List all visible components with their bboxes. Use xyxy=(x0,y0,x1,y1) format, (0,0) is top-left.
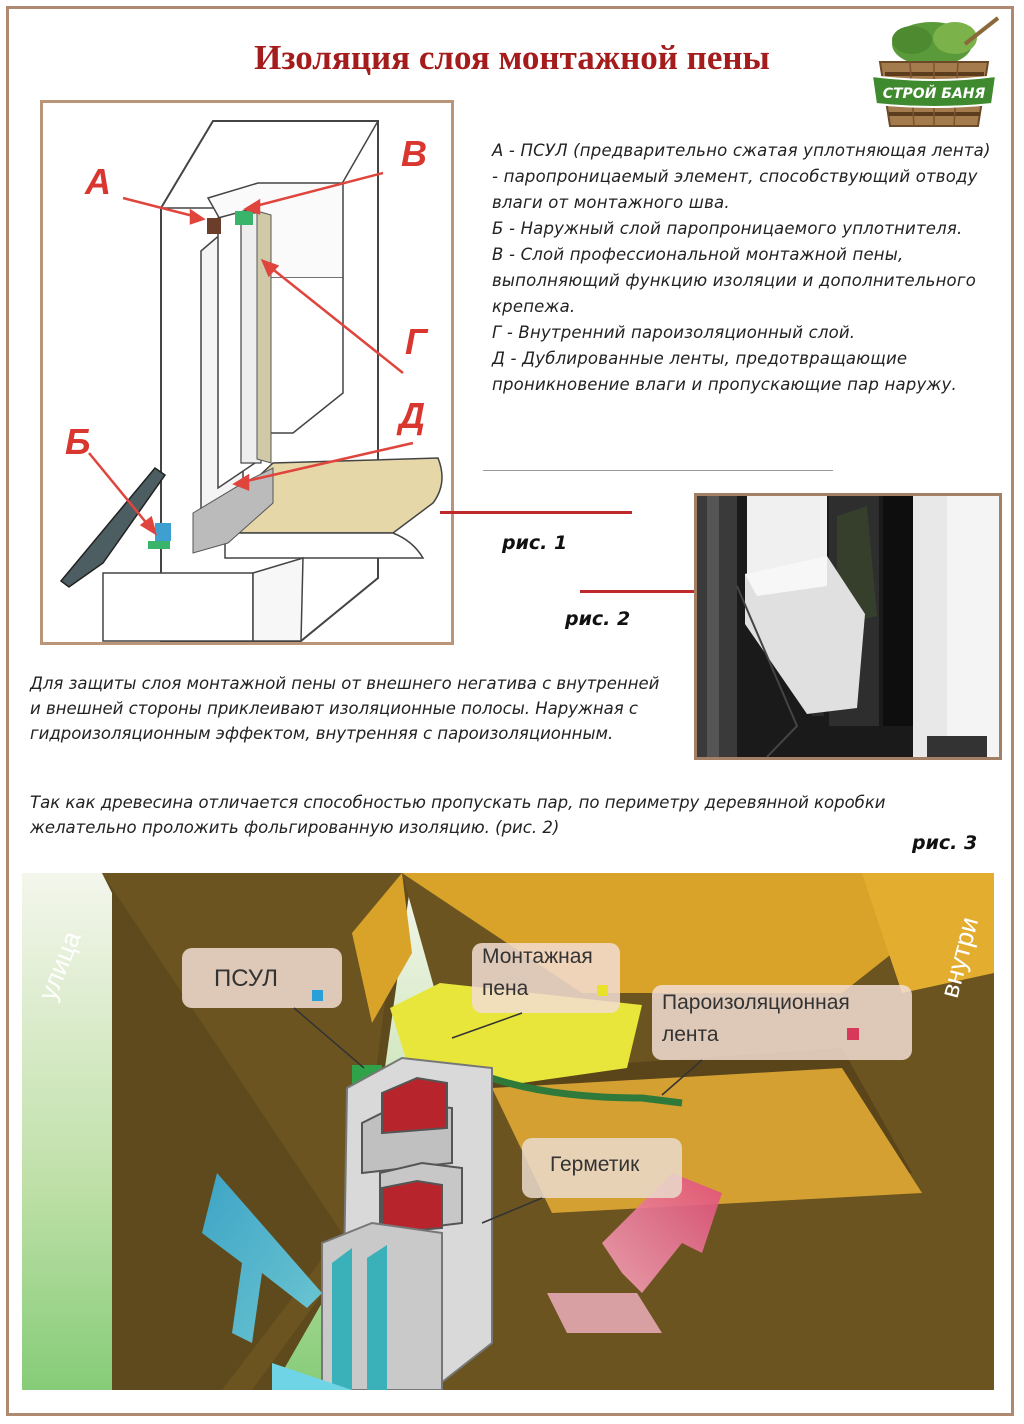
vapor-label-line2: лента xyxy=(662,1023,719,1046)
window-section-diagram xyxy=(59,120,443,642)
pvc-profile-diagram xyxy=(22,873,994,1390)
vapor-color-swatch xyxy=(847,1028,859,1040)
figure-2-pointer xyxy=(580,590,722,593)
figure-1-caption: рис. 1 xyxy=(502,532,568,554)
legend-item: Д - Дублированные ленты, предотвращающие… xyxy=(492,349,957,394)
label-b: Б xyxy=(65,421,91,462)
foam-color-swatch xyxy=(597,985,608,996)
foil-insulation-photo xyxy=(697,496,999,757)
legend-item: Б - Наружный слой паропроницаемого уплот… xyxy=(492,219,963,238)
legend: А - ПСУЛ (предварительно сжатая уплотняю… xyxy=(492,138,1002,398)
logo-text: СТРОЙ БАНЯ xyxy=(883,85,986,102)
stroy-banya-logo: СТРОЙ БАНЯ xyxy=(870,16,1000,127)
figure-1-pointer xyxy=(440,511,632,514)
legend-item: Г - Внутренний пароизоляционный слой. xyxy=(492,323,856,342)
foam-label-line2: пена xyxy=(482,977,529,1000)
label-v: В xyxy=(401,133,427,174)
figure-3: улица внутри ПСУЛ Монтажная пена Пароизо… xyxy=(22,873,994,1390)
divider xyxy=(483,470,833,471)
label-d: Д xyxy=(399,395,425,436)
figure-2-photo xyxy=(694,493,1002,760)
psul-label: ПСУЛ xyxy=(214,965,278,992)
psul-color-swatch xyxy=(312,990,323,1001)
figure-3-caption: рис. 3 xyxy=(912,832,978,854)
sealant-label: Герметик xyxy=(550,1153,640,1176)
figure-2-caption: рис. 2 xyxy=(565,608,631,630)
paragraph-wood: Так как древесина отличается способность… xyxy=(30,793,886,837)
label-a: А xyxy=(85,161,111,202)
page-title: Изоляция слоя монтажной пены xyxy=(254,38,770,77)
label-g: Г xyxy=(405,321,428,362)
vapor-label-line1: Пароизоляционная xyxy=(662,991,850,1014)
legend-item: В - Слой профессиональной монтажной пены… xyxy=(492,245,977,316)
page-frame xyxy=(6,6,1014,1416)
figure-1: А В Г Б Д xyxy=(40,100,454,645)
legend-item: А - ПСУЛ (предварительно сжатая уплотняю… xyxy=(492,141,991,212)
paragraph-protection: Для защиты слоя монтажной пены от внешне… xyxy=(30,674,660,743)
foam-label-line1: Монтажная xyxy=(482,945,593,968)
